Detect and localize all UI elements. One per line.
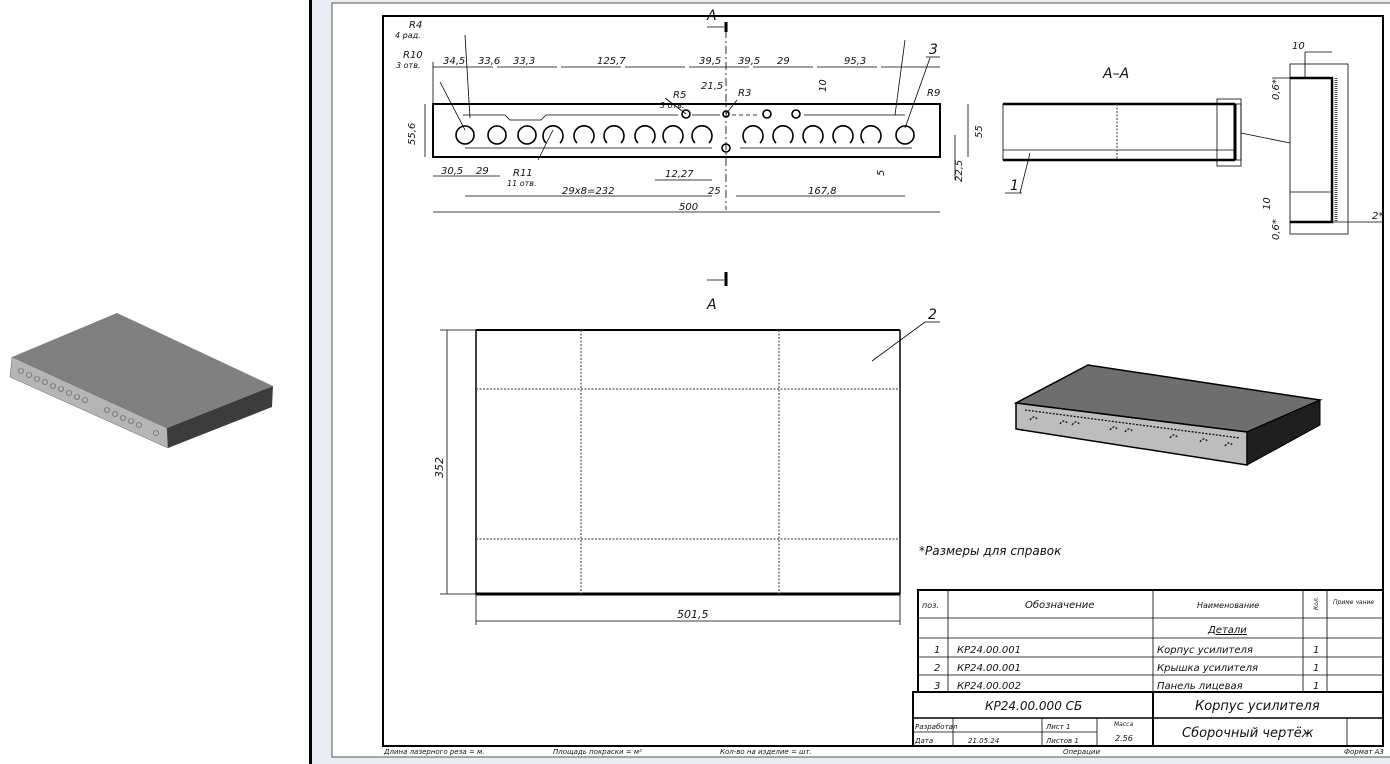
section-view: A–A 1 10 0,6* 10 0,6* 2* bbox=[1002, 41, 1383, 240]
dim-r5-note: 3 отв. bbox=[660, 101, 684, 110]
section-dim-0-6-top: 0,6* bbox=[1271, 79, 1282, 100]
developed-label: Разработал bbox=[915, 723, 958, 731]
dim-30-5: 30,5 bbox=[441, 166, 463, 177]
footer-format: Формат A3 bbox=[1344, 748, 1384, 756]
callout-3: 3 bbox=[929, 42, 938, 58]
dim-r4-note: 4 рад. bbox=[395, 31, 421, 40]
reference-dimensions-note: *Размеры для справок bbox=[919, 544, 1062, 558]
svg-text:Панель лицевая: Панель лицевая bbox=[1157, 681, 1243, 692]
sheet-footer: Длина лазерного реза = м. Площадь покрас… bbox=[383, 748, 1384, 756]
panel-splitter[interactable] bbox=[309, 0, 312, 764]
flat-dim-352: 352 bbox=[433, 457, 446, 478]
dim-39-5-a: 39,5 bbox=[699, 56, 721, 67]
dim-55: 55 bbox=[974, 125, 985, 138]
flat-pattern-view: 352 501,5 2 bbox=[433, 307, 940, 625]
footer-quantity: Кол-во на изделие = шт. bbox=[720, 748, 812, 756]
date-value: 21.05.24 bbox=[968, 737, 999, 745]
table-row: 3 КР24.00.002 Панель лицевая 1 bbox=[934, 681, 1319, 692]
svg-text:2: 2 bbox=[934, 663, 940, 674]
section-title: A–A bbox=[1102, 66, 1129, 82]
dim-55-6: 55,6 bbox=[407, 123, 418, 145]
dim-22-5: 22,5 bbox=[954, 160, 965, 182]
svg-text:КР24.00.001: КР24.00.001 bbox=[957, 663, 1021, 674]
dim-r11-note: 11 отв. bbox=[507, 179, 537, 188]
header-qty: Кол. bbox=[1313, 596, 1320, 610]
dim-r11: R11 bbox=[513, 168, 533, 179]
header-pos: поз. bbox=[922, 601, 939, 610]
model-preview-panel bbox=[0, 0, 309, 764]
dim-29-top: 29 bbox=[777, 56, 790, 67]
header-note: Приме чание bbox=[1333, 599, 1374, 606]
svg-text:КР24.00.002: КР24.00.002 bbox=[957, 681, 1021, 692]
specification-table: поз. Обозначение Наименование Кол. Приме… bbox=[917, 589, 1384, 693]
dim-r4: R4 bbox=[409, 20, 422, 31]
svg-text:Корпус усилителя: Корпус усилителя bbox=[1157, 645, 1253, 656]
dim-r10: R10 bbox=[403, 50, 423, 61]
dim-r9: R9 bbox=[927, 88, 940, 99]
thumbnail-side-face bbox=[167, 386, 273, 448]
svg-text:КР24.00.001: КР24.00.001 bbox=[957, 645, 1021, 656]
dim-500: 500 bbox=[679, 202, 698, 213]
thumbnail-top-face bbox=[12, 313, 273, 428]
dim-125-7: 125,7 bbox=[597, 56, 626, 67]
svg-text:1: 1 bbox=[1313, 645, 1319, 656]
sheet-count: Листов 1 bbox=[1045, 737, 1079, 745]
section-dim-2: 2* bbox=[1372, 211, 1383, 222]
dim-33-3: 33,3 bbox=[513, 56, 535, 67]
mass-value: 2.56 bbox=[1115, 734, 1133, 743]
section-dim-10-bottom: 10 bbox=[1262, 197, 1273, 210]
dim-29-bottom: 29 bbox=[476, 166, 489, 177]
section-marker-bottom: A bbox=[706, 297, 717, 313]
header-name: Наименование bbox=[1197, 601, 1259, 610]
dim-21-5: 21,5 bbox=[701, 81, 723, 92]
thumbnail-holes bbox=[18, 368, 159, 436]
date-label: Дата bbox=[914, 737, 933, 745]
table-row: 1 КР24.00.001 Корпус усилителя 1 bbox=[934, 645, 1319, 656]
footer-laser-length: Длина лазерного реза = м. bbox=[383, 748, 484, 756]
dim-r5: R5 bbox=[673, 90, 686, 101]
dim-r10-note: 3 отв. bbox=[396, 61, 420, 70]
product-name: Корпус усилителя bbox=[1195, 699, 1320, 714]
mass-label: Масса bbox=[1114, 721, 1133, 728]
dim-39-5-b: 39,5 bbox=[738, 56, 760, 67]
section-marker-top: A bbox=[706, 8, 717, 24]
footer-operations: Операции bbox=[1063, 748, 1100, 756]
callout-1: 1 bbox=[1010, 178, 1019, 194]
dim-95-3: 95,3 bbox=[844, 56, 866, 67]
front-view-dimensions: R4 4 рад. R10 3 отв. 34,5 33,6 33,3 125,… bbox=[395, 8, 985, 313]
svg-text:3: 3 bbox=[934, 681, 940, 692]
section-dim-0-6-bottom: 0,6* bbox=[1271, 219, 1282, 240]
sheet-number: Лист 1 bbox=[1045, 723, 1070, 731]
dim-232: 29х8=232 bbox=[562, 186, 614, 197]
dim-10: 10 bbox=[818, 79, 829, 92]
document-type: Сборочный чертёж bbox=[1182, 726, 1314, 741]
svg-text:Крышка усилителя: Крышка усилителя bbox=[1157, 663, 1258, 674]
callout-2: 2 bbox=[928, 307, 937, 323]
model-thumbnail[interactable] bbox=[0, 0, 309, 764]
flat-dim-501-5: 501,5 bbox=[677, 608, 709, 621]
svg-text:1: 1 bbox=[934, 645, 940, 656]
svg-text:1: 1 bbox=[1313, 681, 1319, 692]
footer-paint-area: Площадь покраски = м² bbox=[553, 748, 642, 756]
dim-33-6: 33,6 bbox=[478, 56, 500, 67]
dim-34-5: 34,5 bbox=[443, 56, 465, 67]
front-view bbox=[424, 22, 969, 286]
header-designation: Обозначение bbox=[1025, 599, 1094, 611]
dim-12-27: 12,27 bbox=[665, 169, 694, 180]
sheet-frame bbox=[382, 15, 1384, 747]
isometric-view bbox=[1013, 364, 1323, 466]
section-details: Детали bbox=[1207, 625, 1247, 636]
table-row: 2 КР24.00.001 Крышка усилителя 1 bbox=[934, 663, 1319, 674]
dim-25: 25 bbox=[708, 186, 721, 197]
section-dim-10-top: 10 bbox=[1292, 41, 1305, 52]
dim-167-8: 167,8 bbox=[808, 186, 837, 197]
title-block: КР24.00.000 СБ Корпус усилителя Сборочны… bbox=[912, 691, 1384, 747]
dim-5: 5 bbox=[876, 170, 887, 176]
svg-text:1: 1 bbox=[1313, 663, 1319, 674]
drawing-code: КР24.00.000 СБ bbox=[985, 699, 1082, 713]
dim-r3: R3 bbox=[738, 88, 751, 99]
